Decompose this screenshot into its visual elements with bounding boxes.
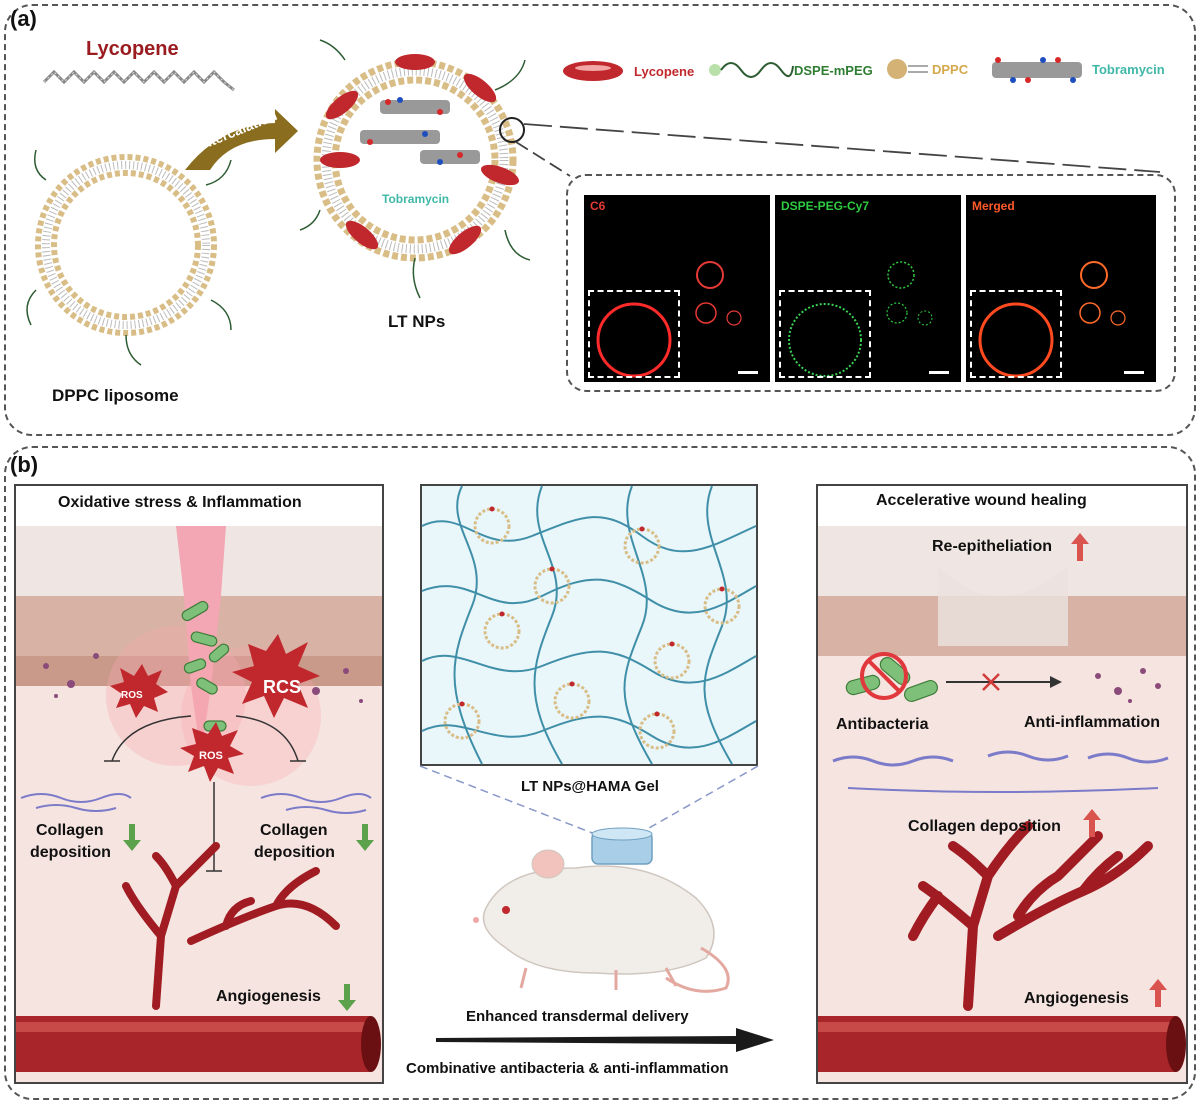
collagen-right-line2: deposition	[254, 844, 335, 861]
micro-merged-scalebar	[1124, 371, 1144, 374]
arrow-bottom-label: Combinative antibacteria & anti-inflamma…	[406, 1060, 729, 1077]
mouse-illustration	[473, 827, 730, 993]
collagen-down-arrow-right	[356, 824, 374, 851]
reepithel-up-arrow	[1071, 533, 1089, 561]
zoom-indicator	[499, 117, 1161, 177]
micro-dspe-scalebar	[929, 371, 949, 374]
collagen-down-arrow-left	[123, 824, 141, 851]
reepithel-label: Re-epitheliation	[932, 538, 1053, 555]
dppc-liposome	[26, 149, 232, 366]
delivery-arrow	[436, 1028, 774, 1052]
antiinflam-label: Anti-inflammation	[1024, 714, 1160, 731]
arrow-top-label: Enhanced transdermal delivery	[466, 1008, 689, 1025]
legend-dppc: DPPC	[932, 62, 969, 77]
micro-dspe: DSPE-PEG-Cy7	[775, 195, 961, 382]
panel-a-frame	[4, 4, 1196, 436]
hydrogel-network	[421, 485, 757, 765]
legend-tobramycin: Tobramycin	[1092, 62, 1165, 77]
micro-merged: Merged	[966, 195, 1156, 382]
micro-dspe-inset	[779, 290, 871, 378]
legend-dspe-mpeg-icon	[709, 62, 794, 78]
angiogenesis-up-arrow	[1149, 979, 1167, 1007]
legend-tobramycin-icon	[992, 57, 1082, 83]
micro-merged-inset	[970, 290, 1062, 378]
collagen-left-line1: Collagen	[36, 822, 104, 839]
tobramycin-inner-label: Tobramycin	[382, 192, 450, 206]
angiogenesis-down-arrow	[338, 984, 356, 1011]
panel-b-frame	[4, 446, 1196, 1100]
micro-c6: C6	[584, 195, 770, 382]
rcs-label: RCS	[263, 677, 302, 697]
collagen-up-arrow	[1083, 809, 1101, 837]
micro-c6-inset	[588, 290, 680, 378]
micro-dspe-label: DSPE-PEG-Cy7	[781, 199, 870, 213]
legend-dspe-mpeg: DSPE-mPEG	[794, 63, 873, 78]
collagen-right-line1: Collagen	[260, 822, 328, 839]
zoom-lines-gel	[419, 765, 759, 837]
healing-title: Accelerative wound healing	[876, 492, 1087, 509]
lt-nps-label: LT NPs	[388, 312, 446, 331]
micro-c6-label: C6	[590, 199, 606, 213]
legend-lycopene-icon	[563, 61, 623, 81]
healed-skin-illustration	[818, 486, 1186, 1072]
ros-label-1: ROS	[121, 690, 143, 701]
intercalation-arrow	[185, 109, 298, 170]
liposome-label: DPPC liposome	[52, 386, 179, 405]
collagen-left-line2: deposition	[30, 844, 111, 861]
gel-network-box	[420, 484, 758, 766]
microscopy-frame	[566, 174, 1176, 392]
lt-nps-particle	[299, 39, 531, 299]
lycopene-title: Lycopene	[86, 38, 179, 60]
angiogenesis-left: Angiogenesis	[216, 988, 321, 1005]
panel-a-label: (a)	[10, 6, 37, 31]
angiogenesis-right: Angiogenesis	[1024, 990, 1129, 1007]
micro-merged-label: Merged	[972, 199, 1015, 213]
gel-label: LT NPs@HAMA Gel	[521, 778, 659, 795]
wound-panel	[14, 484, 384, 1084]
lycopene-molecule-icon	[42, 69, 235, 92]
ros-label-2: ROS	[199, 750, 223, 762]
wound-title: Oxidative stress & Inflammation	[58, 494, 302, 511]
antibacteria-label: Antibacteria	[836, 716, 929, 733]
legend-dppc-icon	[887, 59, 928, 79]
micro-c6-scalebar	[738, 371, 758, 374]
wound-skin-illustration	[16, 486, 382, 1072]
legend-lycopene: Lycopene	[634, 64, 695, 79]
panel-b-label: (b)	[10, 452, 39, 477]
collagen-dep-label: Collagen deposition	[908, 818, 1061, 835]
healing-panel	[816, 484, 1188, 1084]
